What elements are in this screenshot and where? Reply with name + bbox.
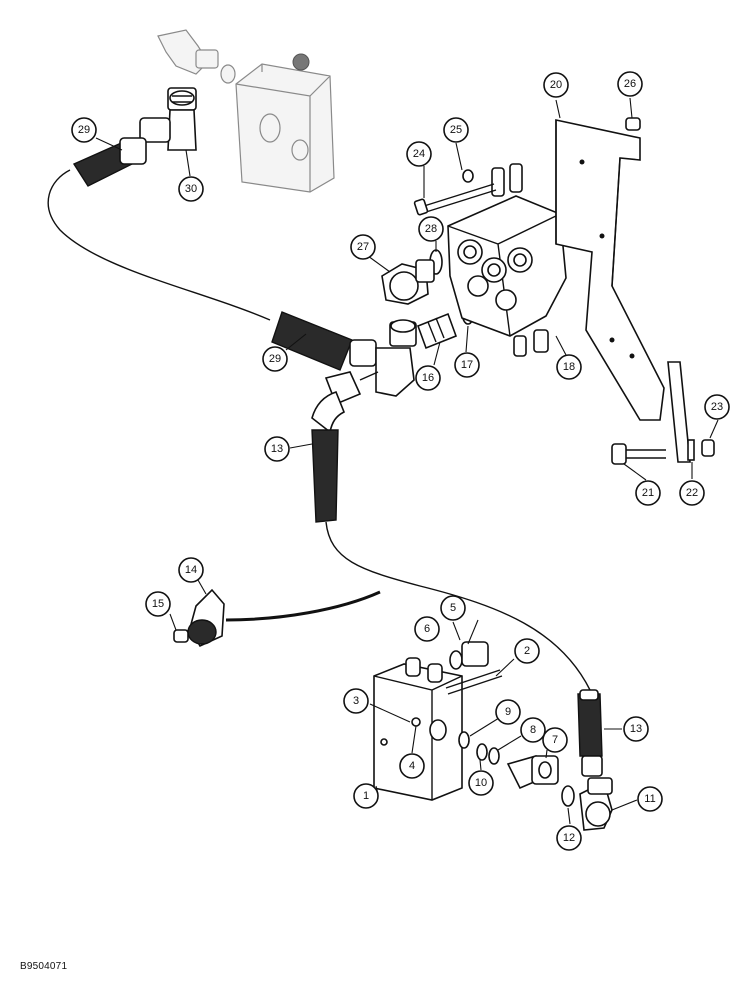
o-ring xyxy=(476,743,488,761)
callout-30: 30 xyxy=(178,176,204,202)
o-ring xyxy=(488,747,500,765)
svg-text:22: 22 xyxy=(686,487,698,499)
clamp-hardware xyxy=(611,361,715,465)
callout-6: 6 xyxy=(414,616,440,642)
callout-25: 25 xyxy=(443,117,469,143)
hose-upper xyxy=(47,137,271,321)
svg-text:9: 9 xyxy=(505,706,511,718)
valve-block xyxy=(373,657,503,801)
callout-4: 4 xyxy=(399,753,425,779)
o-ring xyxy=(561,785,575,807)
callout-13-lower: 13 xyxy=(623,716,649,742)
svg-text:20: 20 xyxy=(550,79,562,91)
svg-text:2: 2 xyxy=(524,645,530,657)
elbow-fitting-center xyxy=(375,319,417,397)
svg-text:15: 15 xyxy=(152,598,164,610)
callout-21: 21 xyxy=(635,480,661,506)
hose-lower xyxy=(577,689,603,777)
callout-28: 28 xyxy=(418,216,444,242)
svg-text:14: 14 xyxy=(185,564,197,576)
hose-elbow-upper xyxy=(311,371,591,691)
hose-route xyxy=(225,590,381,622)
callout-16: 16 xyxy=(415,365,441,391)
svg-text:16: 16 xyxy=(422,372,434,384)
svg-text:30: 30 xyxy=(185,183,197,195)
callout-24: 24 xyxy=(406,141,432,167)
control-valve-stack xyxy=(447,163,567,357)
tee-fitting xyxy=(139,87,197,151)
svg-text:13: 13 xyxy=(630,723,642,735)
svg-text:3: 3 xyxy=(353,695,359,707)
callout-20: 20 xyxy=(543,72,569,98)
svg-text:28: 28 xyxy=(425,223,437,235)
callout-5: 5 xyxy=(440,595,466,621)
callout-14: 14 xyxy=(178,557,204,583)
callout-18: 18 xyxy=(556,354,582,380)
svg-text:5: 5 xyxy=(450,602,456,614)
svg-text:13: 13 xyxy=(271,443,283,455)
svg-text:11: 11 xyxy=(644,793,655,805)
callout-3: 3 xyxy=(343,688,369,714)
callout-13-upper: 13 xyxy=(264,436,290,462)
callout-15: 15 xyxy=(145,591,171,617)
mounting-bracket xyxy=(555,117,665,421)
callout-8: 8 xyxy=(520,717,546,743)
callout-29-lower: 29 xyxy=(262,346,288,372)
plug-fitting xyxy=(449,641,489,670)
hose-clamp xyxy=(173,588,225,648)
callout-23: 23 xyxy=(704,394,730,420)
callout-26: 26 xyxy=(617,71,643,97)
bolt-and-washer xyxy=(413,169,497,216)
figure-code: B9504071 xyxy=(20,961,68,972)
svg-text:8: 8 xyxy=(530,724,536,736)
adapter-fitting-lower xyxy=(506,755,559,790)
leader-lines xyxy=(95,97,719,825)
adapter-fitting xyxy=(416,312,458,350)
remote-valve-block-ghost xyxy=(157,29,335,193)
callout-17: 17 xyxy=(454,352,480,378)
callout-1: 1 xyxy=(353,783,379,809)
svg-text:29: 29 xyxy=(78,124,90,136)
svg-text:1: 1 xyxy=(363,790,369,802)
callout-12: 12 xyxy=(556,825,582,851)
callout-11: 11 xyxy=(637,786,663,812)
svg-text:21: 21 xyxy=(642,487,654,499)
elbow-fitting-lower xyxy=(579,777,613,831)
svg-text:18: 18 xyxy=(563,361,575,373)
callout-27: 27 xyxy=(350,234,376,260)
callout-2: 2 xyxy=(514,638,540,664)
svg-text:7: 7 xyxy=(552,734,558,746)
o-ring xyxy=(458,731,470,749)
svg-text:17: 17 xyxy=(461,359,473,371)
callout-10: 10 xyxy=(468,770,494,796)
svg-text:4: 4 xyxy=(409,760,415,772)
callout-7: 7 xyxy=(542,727,568,753)
callout-9: 9 xyxy=(495,699,521,725)
svg-text:12: 12 xyxy=(563,832,575,844)
svg-text:24: 24 xyxy=(413,148,425,160)
svg-text:25: 25 xyxy=(450,124,462,136)
svg-text:29: 29 xyxy=(269,353,281,365)
callout-22: 22 xyxy=(679,480,705,506)
svg-text:6: 6 xyxy=(424,623,430,635)
elbow-fitting-upper xyxy=(381,259,435,305)
callout-29-upper: 29 xyxy=(71,117,97,143)
svg-text:23: 23 xyxy=(711,401,723,413)
svg-text:27: 27 xyxy=(357,241,369,253)
hose-middle xyxy=(271,311,377,371)
svg-text:26: 26 xyxy=(624,78,636,90)
svg-text:10: 10 xyxy=(475,777,487,789)
